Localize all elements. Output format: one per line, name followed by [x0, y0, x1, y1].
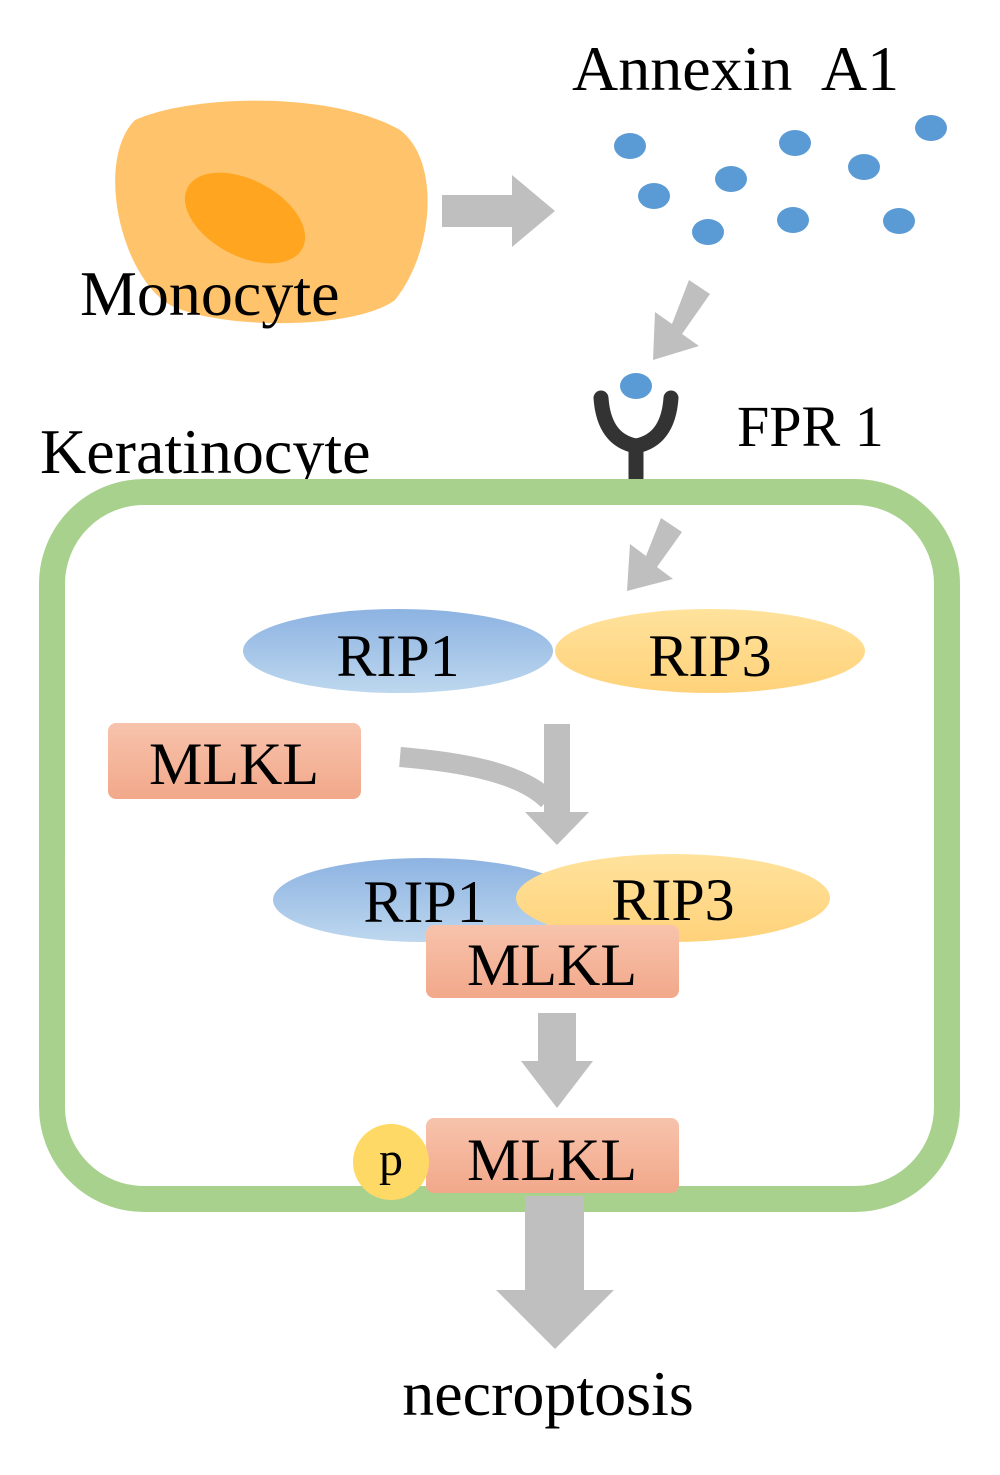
mlkl-complex: [426, 925, 679, 998]
monocyte-nucleus: [184, 172, 306, 264]
annexin-dot: [614, 133, 646, 159]
receptor-to-rip-arrow: [627, 518, 682, 591]
annexin-dot: [883, 208, 915, 234]
rip3-complex: [516, 854, 830, 942]
rip1-top-label: RIP1: [336, 623, 459, 689]
mlkl-complex-label: MLKL: [467, 932, 637, 998]
rip1-complex-label: RIP1: [363, 869, 486, 935]
mlkl-free: [108, 723, 361, 799]
annexin-dot: [779, 130, 811, 156]
phosphate-label: p: [379, 1133, 403, 1186]
bound-annexin-dot: [620, 373, 652, 399]
rip3-complex-label: RIP3: [611, 867, 734, 933]
mlkl-free-label: MLKL: [149, 731, 319, 797]
complex-to-pmlkl-arrow: [521, 1013, 593, 1108]
annexin-dot: [692, 219, 724, 245]
rip-down-arrow-shaft: [544, 724, 570, 819]
necroptosis-label: necroptosis: [402, 1358, 694, 1429]
annexin-dot: [915, 115, 947, 141]
monocyte-label: Monocyte: [80, 258, 340, 329]
rip1-top: [243, 609, 553, 693]
fpr1-label: FPR 1: [737, 394, 884, 459]
annexin-dot: [638, 183, 670, 209]
annexin-to-receptor-arrow: [653, 280, 710, 360]
monocyte-to-annexin-arrow: [442, 175, 555, 247]
rip3-top-label: RIP3: [648, 623, 771, 689]
rip1-complex: [273, 858, 577, 942]
annexin-dot: [848, 154, 880, 180]
rip3-top: [555, 609, 865, 693]
mlkl-phospho: [426, 1118, 679, 1193]
necroptosis-arrow: [496, 1196, 614, 1349]
annexin-dot: [715, 166, 747, 192]
annexin-dot: [777, 207, 809, 233]
keratinocyte-label: Keratinocyte: [40, 416, 371, 487]
merge-arrow-head: [525, 812, 589, 845]
mlkl-curve-arrow: [399, 747, 556, 808]
annexin-label: Annexin A1: [572, 33, 899, 104]
mlkl-phospho-label: MLKL: [467, 1127, 637, 1193]
phosphate-badge: [353, 1124, 429, 1200]
annexin-dots: [614, 115, 947, 245]
keratinocyte-membrane: [39, 479, 960, 1212]
